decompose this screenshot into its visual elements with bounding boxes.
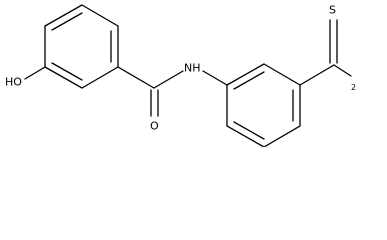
thioamide-cn-bond <box>333 64 352 77</box>
nh2-subscript: 2 <box>351 83 356 92</box>
ring-a-bond <box>44 4 83 27</box>
ring-a-bond <box>81 66 119 89</box>
ring-b-bond <box>226 63 265 86</box>
amide-n-aryl-bond <box>202 70 228 86</box>
hydroxyphenyl-ring <box>44 4 119 89</box>
thioamide-sulfur-label: S <box>329 4 336 17</box>
ring-b-bond <box>263 125 301 147</box>
amide-nh-label: NH <box>184 62 201 75</box>
ring-a-bond <box>81 4 119 27</box>
hydroxyl-label: HO <box>5 76 22 89</box>
aryl-carbonyl-bond <box>117 66 155 89</box>
aryl-thiocarbonyl-bond <box>299 64 335 86</box>
thioamidophenyl-ring <box>226 63 301 147</box>
ring-b-double-bond <box>233 71 265 90</box>
amide-cn-bond <box>153 70 184 89</box>
ring-a-bond <box>44 66 83 89</box>
ring-b-double-bond <box>233 121 265 140</box>
ring-b-bond <box>226 125 265 147</box>
carbonyl-oxygen-label: O <box>150 120 159 133</box>
ring-a-double-bond <box>51 12 83 31</box>
thioamide-nh2-label: 2 <box>351 83 356 92</box>
ring-b-bond <box>263 63 301 86</box>
ring-a-double-bond <box>51 62 83 81</box>
hydroxyl-bond <box>24 66 46 80</box>
molecule-structure-diagram: HO NH O S 2 <box>5 4 356 147</box>
